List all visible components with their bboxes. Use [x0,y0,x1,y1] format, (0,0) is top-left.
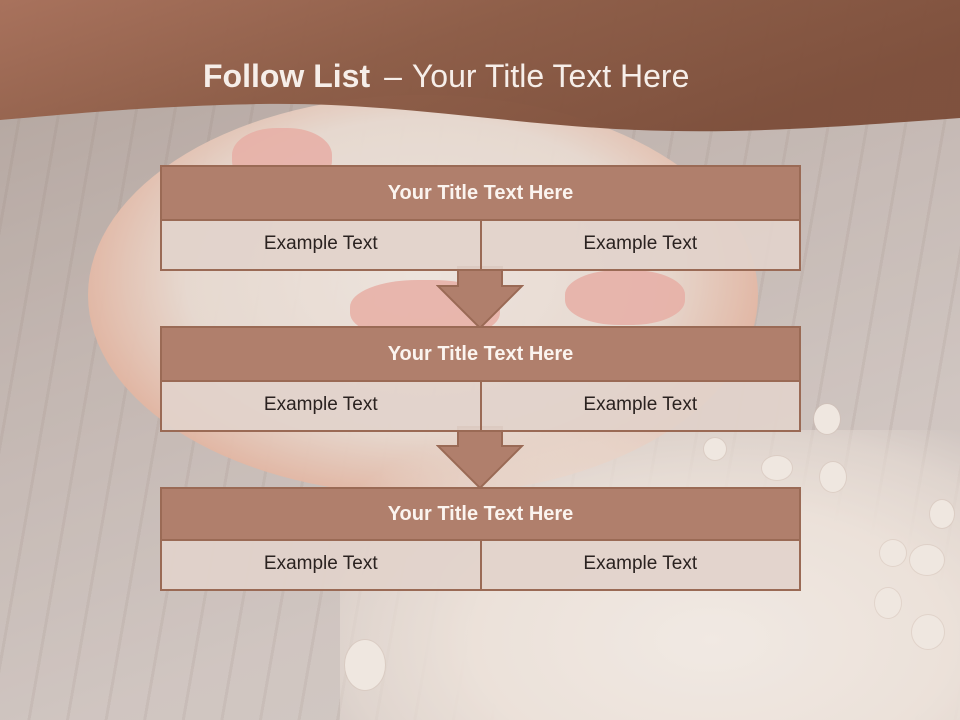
header-band: Follow List–Your Title Text Here [0,0,960,140]
oat-flake [912,615,944,649]
oat-flake [704,438,726,460]
block-cells: Example Text Example Text [160,541,801,591]
block-cell-left: Example Text [160,221,480,271]
block-cell-left: Example Text [160,541,480,591]
down-arrow-icon [436,426,524,490]
oat-flake [875,588,901,618]
oat-flake [880,540,906,566]
title-rest: Your Title Text Here [411,58,690,94]
list-block-3: Your Title Text Here Example Text Exampl… [160,487,801,591]
oat-flake [820,462,846,492]
oat-flake [762,456,792,480]
oat-flake [814,404,840,434]
oat-flake [910,545,944,575]
oat-flake [930,500,954,528]
block-cell-right: Example Text [479,541,801,591]
oat-flake [345,640,385,690]
down-arrow-icon [436,266,524,330]
block-title: Your Title Text Here [160,326,801,382]
block-title: Your Title Text Here [160,487,801,541]
block-cell-right: Example Text [479,382,801,432]
page-title: Follow List–Your Title Text Here [203,54,689,98]
strawberry-image [565,270,685,325]
title-separator: – [384,58,402,94]
header-wave-shape [0,0,960,132]
list-block-1: Your Title Text Here Example Text Exampl… [160,165,801,271]
block-cells: Example Text Example Text [160,382,801,432]
block-cell-left: Example Text [160,382,480,432]
title-bold: Follow List [203,58,371,94]
block-cell-right: Example Text [479,221,801,271]
list-block-2: Your Title Text Here Example Text Exampl… [160,326,801,432]
block-cells: Example Text Example Text [160,221,801,271]
block-title: Your Title Text Here [160,165,801,221]
